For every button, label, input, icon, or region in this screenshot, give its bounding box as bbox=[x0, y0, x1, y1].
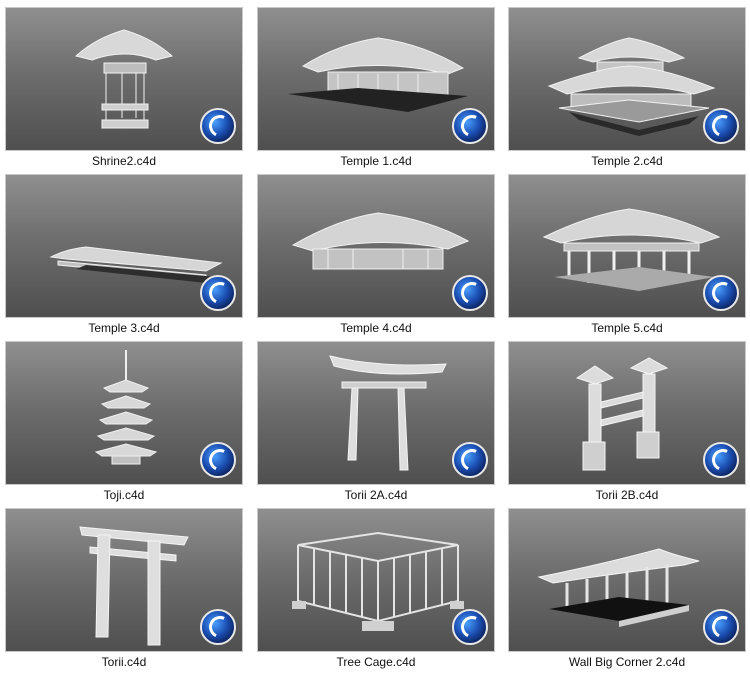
file-name-label: Shrine2.c4d bbox=[91, 154, 157, 168]
file-item-temple-1[interactable]: Temple 1.c4d bbox=[257, 7, 495, 175]
c4d-logo-icon bbox=[703, 442, 739, 478]
file-thumbnail[interactable] bbox=[5, 341, 243, 485]
file-thumbnail[interactable] bbox=[5, 7, 243, 151]
file-thumbnail[interactable] bbox=[508, 341, 746, 485]
file-thumbnail[interactable] bbox=[5, 174, 243, 318]
c4d-logo-icon bbox=[452, 609, 488, 645]
file-item-torii[interactable]: Torii.c4d bbox=[5, 508, 243, 676]
c4d-logo-icon bbox=[200, 609, 236, 645]
file-name-label: Temple 5.c4d bbox=[591, 321, 663, 335]
c4d-logo-icon bbox=[452, 108, 488, 144]
pagoda-model-preview bbox=[94, 350, 158, 465]
file-item-shrine2[interactable]: Shrine2.c4d bbox=[5, 7, 243, 175]
file-name-label: Tree Cage.c4d bbox=[336, 655, 416, 669]
file-thumbnail[interactable] bbox=[257, 508, 495, 652]
c4d-logo-icon bbox=[452, 442, 488, 478]
c4d-logo-icon bbox=[703, 609, 739, 645]
file-name-label: Torii 2A.c4d bbox=[344, 488, 408, 502]
torii-model-preview bbox=[79, 526, 189, 646]
file-name-label: Torii.c4d bbox=[101, 655, 147, 669]
file-item-tree-cage[interactable]: Tree Cage.c4d bbox=[257, 508, 495, 676]
c4d-logo-icon bbox=[703, 275, 739, 311]
file-item-torii-2b[interactable]: Torii 2B.c4d bbox=[508, 341, 746, 509]
file-thumbnail[interactable] bbox=[508, 508, 746, 652]
file-thumbnail[interactable] bbox=[508, 7, 746, 151]
file-thumbnail[interactable] bbox=[257, 174, 495, 318]
file-item-temple-2[interactable]: Temple 2.c4d bbox=[508, 7, 746, 175]
file-item-temple-5[interactable]: Temple 5.c4d bbox=[508, 174, 746, 342]
file-thumbnail[interactable] bbox=[257, 7, 495, 151]
file-thumbnail[interactable] bbox=[508, 174, 746, 318]
file-item-temple-4[interactable]: Temple 4.c4d bbox=[257, 174, 495, 342]
temple-model-preview bbox=[288, 37, 468, 112]
c4d-logo-icon bbox=[452, 275, 488, 311]
c4d-logo-icon bbox=[200, 108, 236, 144]
file-name-label: Temple 3.c4d bbox=[88, 321, 160, 335]
file-thumbnail[interactable] bbox=[5, 508, 243, 652]
file-name-label: Temple 2.c4d bbox=[591, 154, 663, 168]
file-thumbnail[interactable] bbox=[257, 341, 495, 485]
c4d-logo-icon bbox=[200, 275, 236, 311]
c4d-logo-icon bbox=[703, 108, 739, 144]
file-name-label: Temple 4.c4d bbox=[340, 321, 412, 335]
file-item-wall-big-corner-2[interactable]: Wall Big Corner 2.c4d bbox=[508, 508, 746, 676]
temple-model-preview bbox=[542, 208, 721, 291]
torii-model-preview bbox=[329, 355, 447, 471]
file-item-toji[interactable]: Toji.c4d bbox=[5, 341, 243, 509]
file-item-temple-3[interactable]: Temple 3.c4d bbox=[5, 174, 243, 342]
file-name-label: Temple 1.c4d bbox=[340, 154, 412, 168]
file-name-label: Torii 2B.c4d bbox=[595, 488, 659, 502]
file-item-torii-2a[interactable]: Torii 2A.c4d bbox=[257, 341, 495, 509]
file-name-label: Wall Big Corner 2.c4d bbox=[568, 655, 686, 669]
shrine-model-preview bbox=[74, 29, 174, 129]
wall-model-preview bbox=[537, 548, 700, 627]
file-name-label: Toji.c4d bbox=[103, 488, 145, 502]
temple-model-preview bbox=[291, 212, 470, 270]
temple-model-preview bbox=[547, 37, 716, 136]
torii-model-preview bbox=[575, 357, 669, 471]
cage-model-preview bbox=[292, 531, 464, 631]
c4d-logo-icon bbox=[200, 442, 236, 478]
